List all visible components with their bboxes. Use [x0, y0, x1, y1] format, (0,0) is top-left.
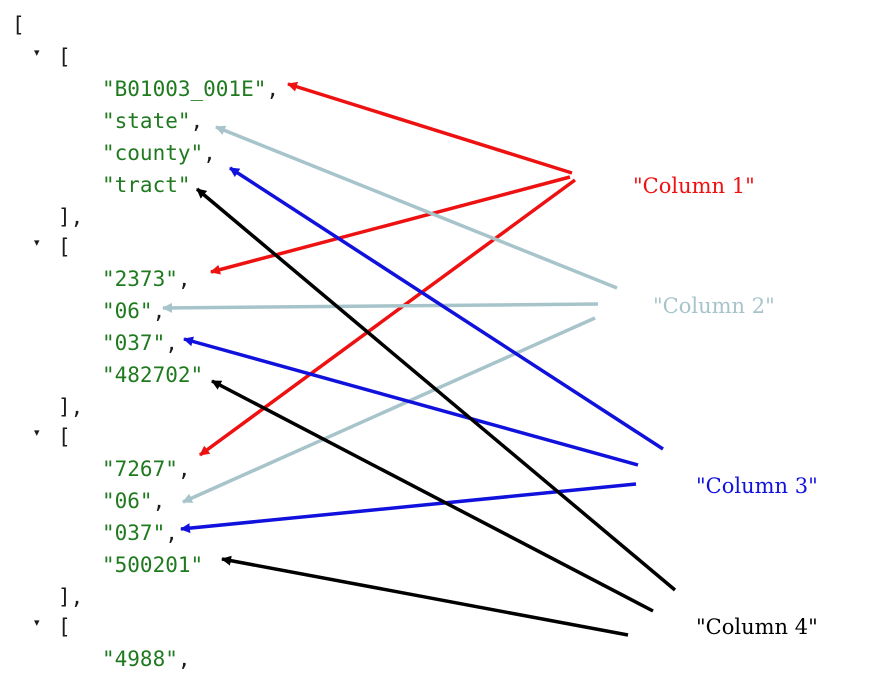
row-2-item-1: "06",	[102, 488, 165, 514]
json-string-value: "4988"	[102, 647, 178, 671]
row-1-item-3: "482702"	[102, 362, 203, 388]
column-2-label: "Column 2"	[653, 294, 775, 318]
row-1-close-bracket: ],	[58, 395, 84, 419]
row-0-expand-toggle-icon[interactable]: ▾	[34, 46, 40, 59]
column-3-label: "Column 3"	[696, 474, 818, 498]
row-2-open-bracket: [	[58, 425, 71, 449]
json-string-value: "500201"	[102, 553, 204, 577]
comma: ,	[152, 489, 166, 513]
comma: ,	[177, 647, 191, 671]
comma: ,	[203, 141, 216, 165]
comma: ,	[177, 457, 191, 481]
json-string-value: "county"	[102, 141, 204, 165]
row-1-item-0: "2373",	[102, 266, 191, 292]
json-string-value: "482702"	[102, 363, 204, 387]
row-2-item-3: "500201"	[102, 552, 203, 578]
root-array-open-bracket: [	[12, 13, 25, 37]
row-0-item-2: "county",	[102, 140, 216, 166]
row-1-expand-toggle-icon[interactable]: ▾	[34, 236, 40, 249]
comma: ,	[266, 77, 280, 101]
column-4-label: "Column 4"	[696, 615, 818, 639]
json-string-value: "037"	[102, 331, 166, 355]
row-1-open-bracket: [	[58, 235, 71, 259]
comma: ,	[152, 299, 166, 323]
comma: ,	[165, 521, 178, 545]
json-string-value: "06"	[102, 299, 153, 323]
column-1-label: "Column 1"	[633, 174, 755, 198]
json-string-value: "tract"	[102, 173, 191, 197]
row-1-item-1: "06",	[102, 298, 165, 324]
row-3-open-bracket: [	[58, 615, 71, 639]
json-string-value: "state"	[102, 109, 191, 133]
json-string-value: "2373"	[102, 267, 178, 291]
row-2-expand-toggle-icon[interactable]: ▾	[34, 426, 40, 439]
row-3-item-0: "4988",	[102, 646, 191, 672]
row-3-expand-toggle-icon[interactable]: ▾	[34, 616, 40, 629]
comma: ,	[165, 331, 178, 355]
row-2-item-2: "037",	[102, 520, 178, 546]
comma: ,	[190, 109, 204, 133]
row-2-item-0: "7267",	[102, 456, 191, 482]
comma: ,	[177, 267, 191, 291]
row-1-item-2: "037",	[102, 330, 178, 356]
row-0-close-bracket: ],	[58, 205, 84, 229]
row-0-open-bracket: [	[58, 45, 71, 69]
row-0-item-3: "tract"	[102, 172, 191, 198]
json-string-value: "06"	[102, 489, 153, 513]
json-string-value: "B01003_001E"	[102, 77, 267, 101]
json-string-value: "7267"	[102, 457, 178, 481]
row-0-item-0: "B01003_001E",	[102, 76, 279, 102]
row-0-item-1: "state",	[102, 108, 203, 134]
row-2-close-bracket: ],	[58, 585, 84, 609]
json-string-value: "037"	[102, 521, 166, 545]
